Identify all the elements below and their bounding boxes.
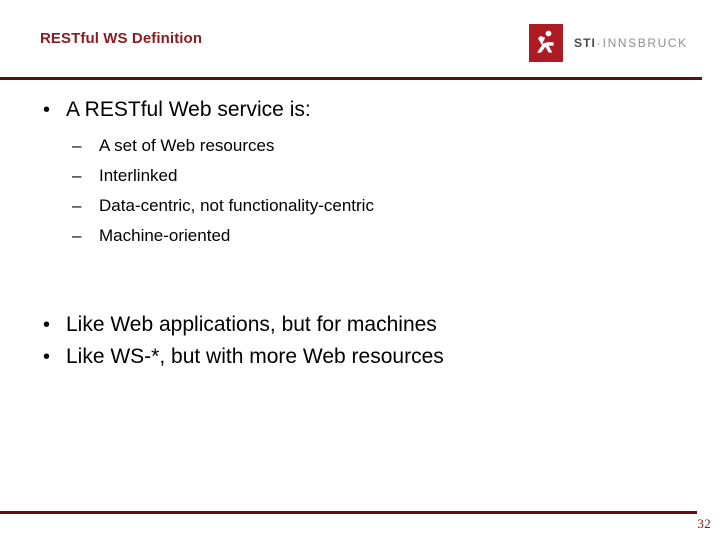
content-spacer xyxy=(0,253,720,310)
footer-divider xyxy=(0,511,697,514)
sub-bullet-text: Interlinked xyxy=(99,166,178,185)
bullet-text: Like Web applications, but for machines xyxy=(66,313,437,336)
sub-bullet-text: Data-centric, not functionality-centric xyxy=(99,196,374,215)
dash-marker-icon: – xyxy=(72,136,82,155)
logo-secondary-text: INNSBRUCK xyxy=(602,36,688,50)
sti-innsbruck-logo: STI · INNSBRUCK xyxy=(529,22,688,64)
bullet-item-like-web-apps: • Like Web applications, but for machine… xyxy=(0,310,720,340)
logo-primary-text: STI xyxy=(574,36,596,50)
sub-bullet-item: – Interlinked xyxy=(0,163,720,189)
logo-separator: · xyxy=(596,38,601,50)
sub-bullet-text: Machine-oriented xyxy=(99,226,231,245)
sub-bullet-text: A set of Web resources xyxy=(99,136,275,155)
bullet-item-like-ws-star: • Like WS-*, but with more Web resources xyxy=(0,342,720,372)
page-title: RESTful WS Definition xyxy=(40,30,203,47)
page-number: 32 xyxy=(697,516,711,531)
dash-marker-icon: – xyxy=(72,196,82,215)
sub-bullet-list: – A set of Web resources – Interlinked –… xyxy=(0,133,720,249)
slide-body: • A RESTful Web service is: – A set of W… xyxy=(0,95,720,374)
header-divider xyxy=(0,77,702,80)
dash-marker-icon: – xyxy=(72,166,82,185)
sub-bullet-item: – Data-centric, not functionality-centri… xyxy=(0,193,720,219)
sub-bullet-item: – A set of Web resources xyxy=(0,133,720,159)
bullet-marker-icon: • xyxy=(43,99,51,121)
logo-wordmark: STI · INNSBRUCK xyxy=(574,36,688,50)
bullet-marker-icon: • xyxy=(43,346,51,368)
bullet-item-definition-lead: • A RESTful Web service is: xyxy=(0,95,720,125)
sub-bullet-item: – Machine-oriented xyxy=(0,223,720,249)
bullet-text: Like WS-*, but with more Web resources xyxy=(66,345,444,368)
sti-runner-figure-icon xyxy=(529,24,563,62)
bullet-text: A RESTful Web service is: xyxy=(66,98,311,121)
dash-marker-icon: – xyxy=(72,226,82,245)
bullet-marker-icon: • xyxy=(43,314,51,336)
